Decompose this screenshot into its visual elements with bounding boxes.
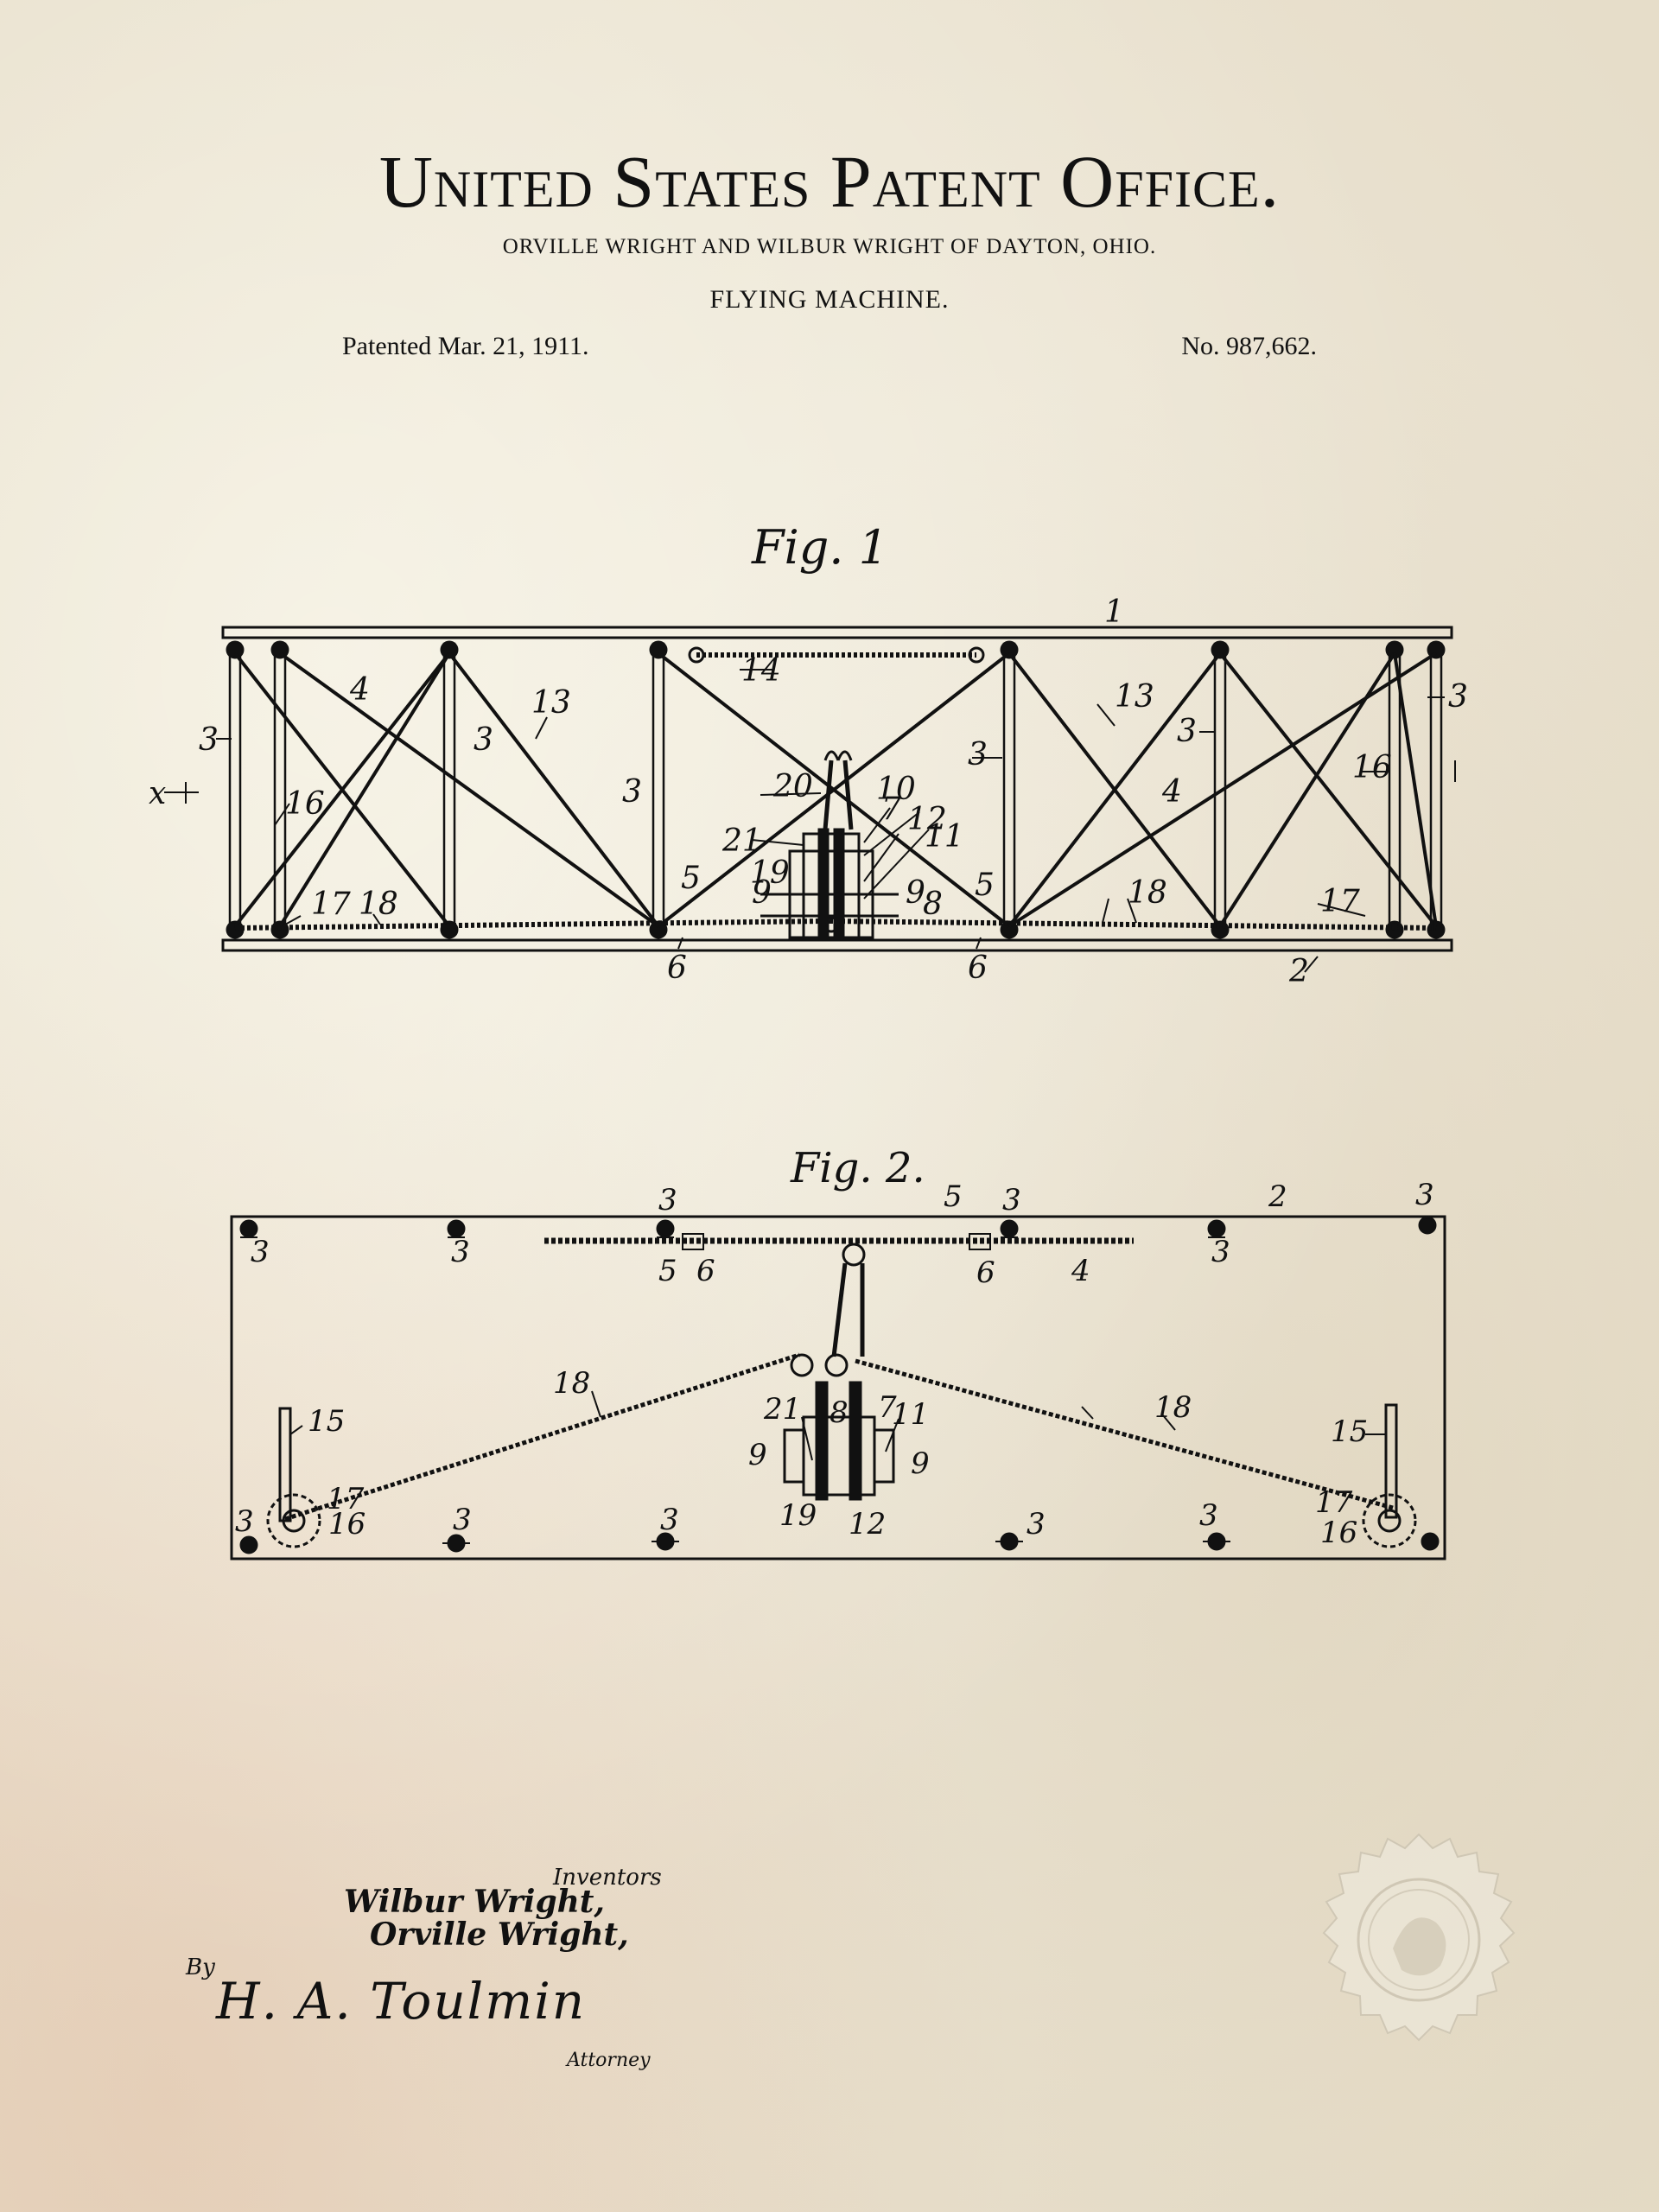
by-label: By xyxy=(186,1955,215,1980)
patent-number: No. 987,662. xyxy=(1181,332,1317,360)
inventor-signature-orville: Orville Wright, xyxy=(370,1916,629,1953)
invention-title: FLYING MACHINE. xyxy=(709,285,950,314)
inventors-label: Inventors xyxy=(553,1865,662,1891)
inventor-signature-wilbur: Wilbur Wright, xyxy=(344,1884,605,1920)
page-title: United States Patent Office. xyxy=(378,140,1281,223)
patented-date: Patented Mar. 21, 1911. xyxy=(342,332,589,360)
attorney-signature: H. A. Toulmin xyxy=(216,1972,587,2031)
inventors-line: ORVILLE WRIGHT AND WILBUR WRIGHT OF DAYT… xyxy=(502,235,1157,258)
attorney-label: Attorney xyxy=(567,2050,651,2071)
